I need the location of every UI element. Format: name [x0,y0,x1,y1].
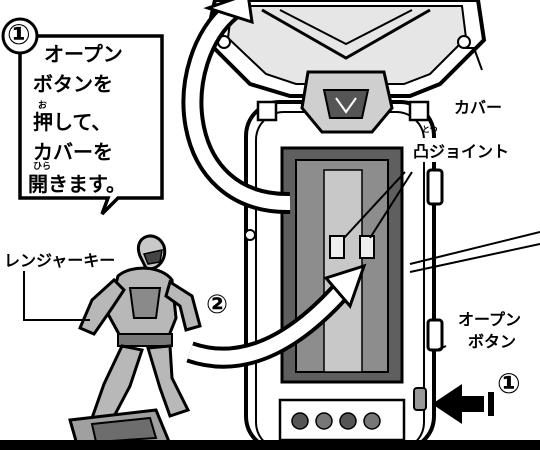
open-button-label-line-2: ボタン [466,328,519,352]
step-box-line-1: オープン [44,42,123,66]
step-box-furigana-hira: ひら [33,162,52,172]
cover-label: カバー [452,94,505,118]
step-box-line-4: カバーを [33,140,113,164]
step-1-bottom-number: ① [497,367,521,400]
joint-pegs [329,235,375,259]
joint-label: 凸ジョイント [412,138,511,162]
step-box-number: ① [7,18,31,51]
push-button-arrow [432,384,494,424]
ranger-key-label: レンジャーキー [2,247,118,271]
step-2-number: ② [206,290,229,320]
step-box-line-5: 開きます。 [28,172,126,196]
step-box-line-3: 押して、 [33,110,112,134]
joint-furigana: とつ [422,125,438,134]
open-cover-arrow [181,0,291,215]
cover [203,0,487,134]
open-button-label-line-1: オープン [456,306,524,330]
step-box-furigana-osu: お [38,101,48,111]
step-box-line-2: ボタンを [33,72,113,96]
device-body [244,100,444,450]
step-box [1,17,164,216]
leader-lines [23,47,540,353]
insert-key-arrow [186,263,367,369]
ranger-key-figure [68,234,202,450]
bottom-rule [0,440,540,450]
